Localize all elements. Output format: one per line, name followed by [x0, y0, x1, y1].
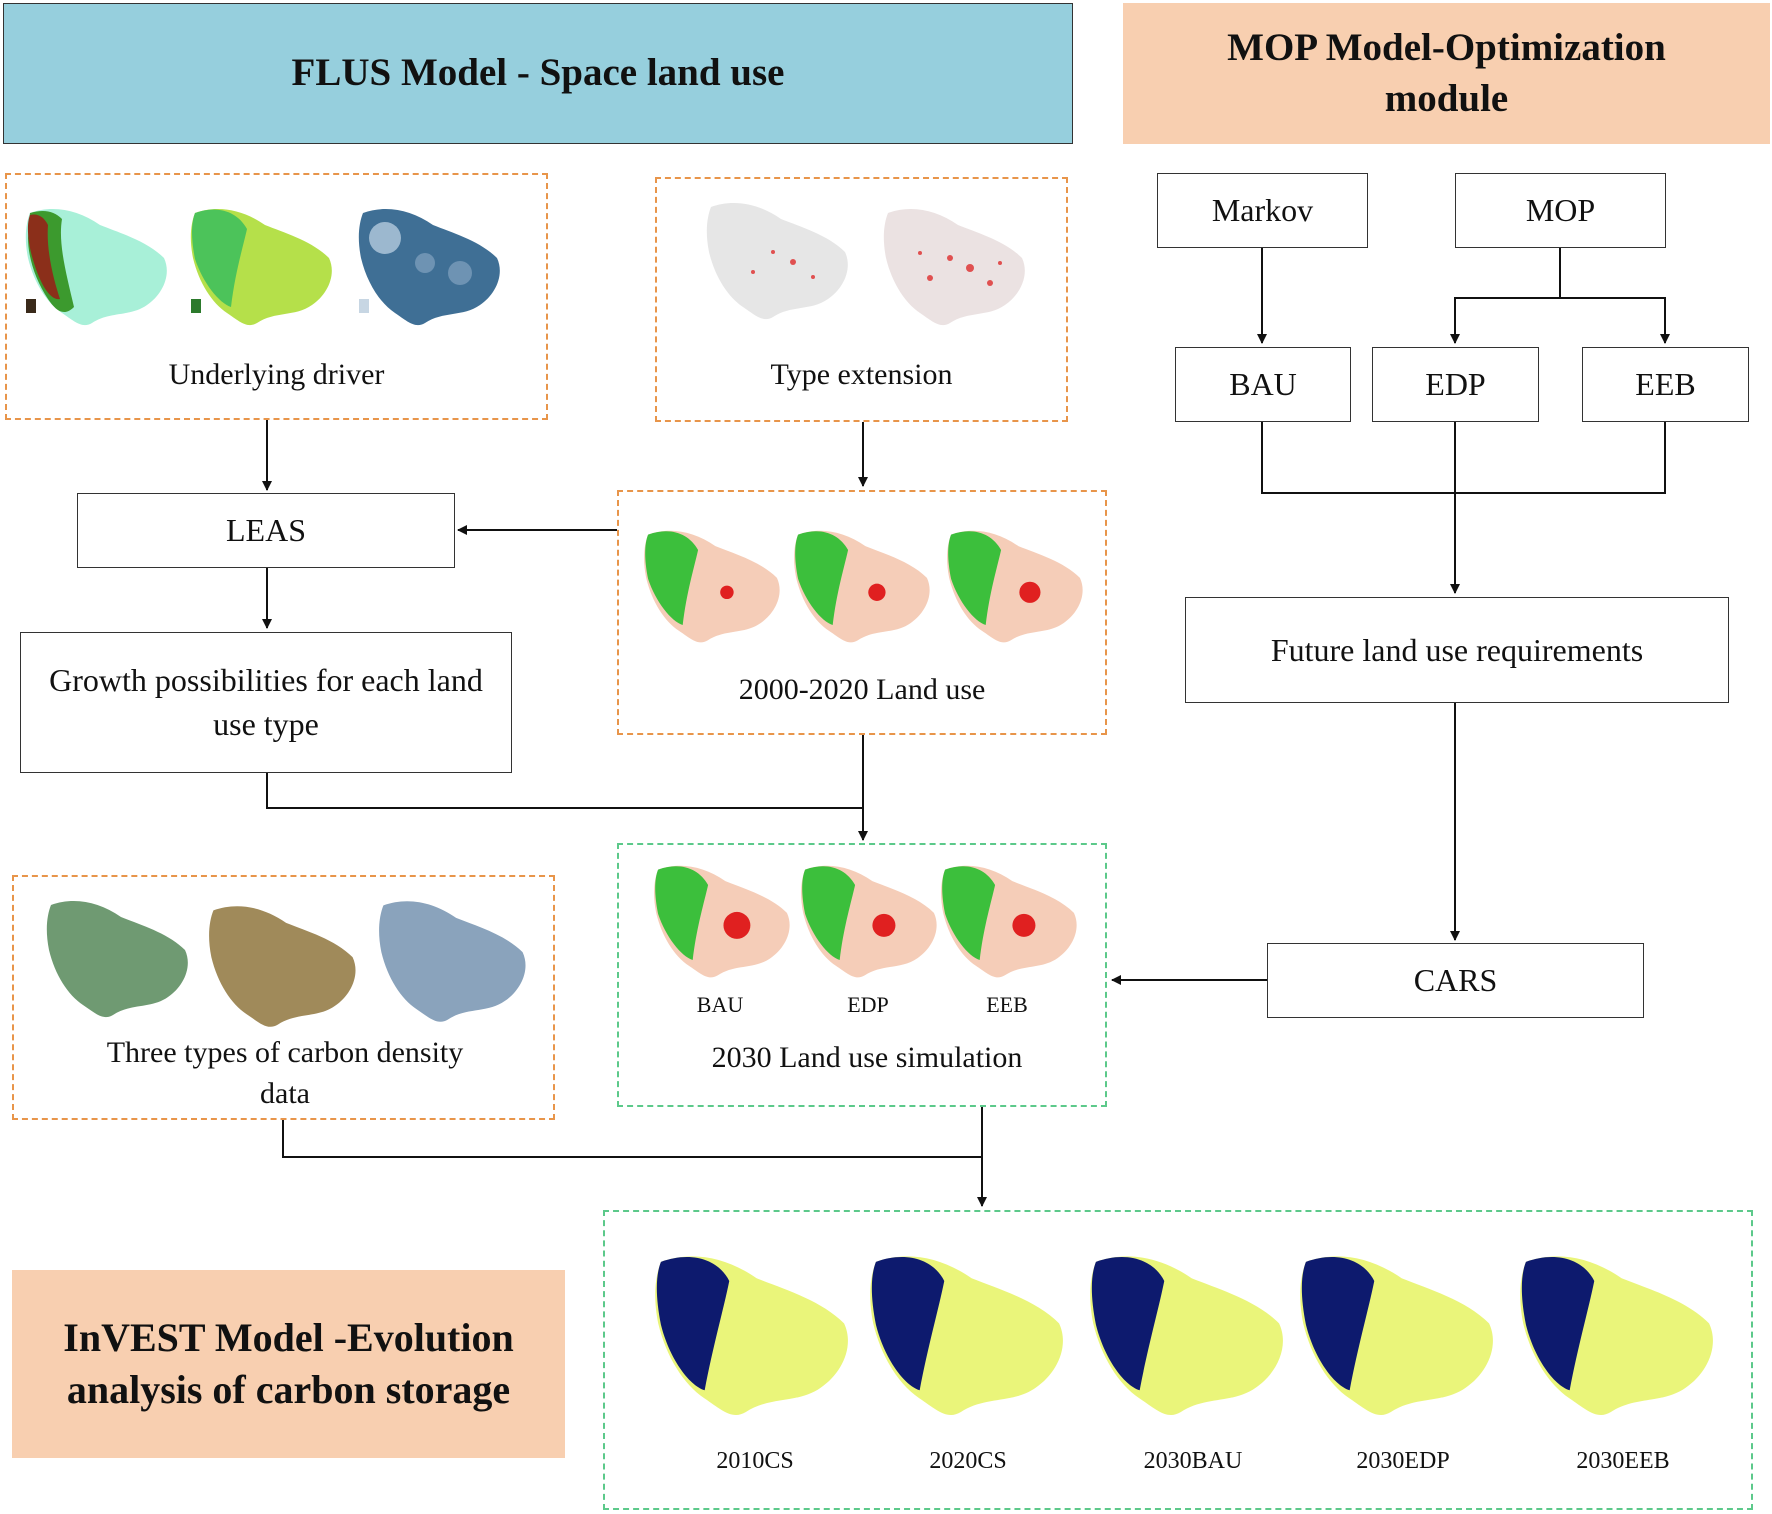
sim-2030-label: 2030 Land use simulation [711, 1041, 1023, 1074]
carbon-storage-group [603, 1210, 1753, 1510]
sim-label-eeb: EEB [986, 992, 1028, 1017]
carbon-density-map-3-icon [379, 901, 526, 1022]
carbon-density-label: Three types of carbon density data [106, 1036, 464, 1110]
cs-label-2030bau: 2030BAU [1143, 1448, 1243, 1474]
sim-2030-group [617, 843, 1107, 1107]
type-extension-group [655, 177, 1068, 422]
growth-possibilities-box: Growth possibilities for each land use t… [20, 632, 512, 773]
underlying-driver-group [5, 173, 548, 420]
sim-map-bau-icon [654, 865, 790, 978]
line-density-join [282, 1120, 982, 1158]
flus-header: FLUS Model - Space land use [3, 3, 1073, 144]
landuse-map-2020-icon [947, 530, 1083, 643]
sim-map-edp-icon [801, 865, 937, 978]
driver-map-slope-icon [190, 209, 332, 326]
cs-map-2010-icon [655, 1256, 848, 1416]
cs-map-2030eeb-icon [1520, 1256, 1713, 1416]
sim-map-eeb-icon [941, 865, 1077, 978]
cs-label-2030edp: 2030EDP [1356, 1448, 1450, 1474]
markov-box: Markov [1157, 173, 1368, 248]
landuse-2000-2020-label: 2000-2020 Land use [738, 673, 986, 706]
edp-box: EDP [1372, 347, 1539, 422]
carbon-density-group [12, 875, 555, 1120]
eeb-box: EEB [1582, 347, 1749, 422]
landuse-map-2000-icon [644, 530, 780, 643]
type-ext-map-2020-icon [883, 209, 1025, 326]
driver-map-elevation-icon [25, 209, 167, 326]
sim-label-bau: BAU [696, 992, 744, 1017]
cs-map-2030edp-icon [1300, 1256, 1493, 1416]
cs-label-2030eeb: 2030EEB [1576, 1448, 1670, 1474]
landuse-map-2010-icon [794, 530, 930, 643]
future-requirements-box: Future land use requirements [1185, 597, 1729, 703]
landuse-2000-2020-group [617, 490, 1107, 735]
carbon-density-map-1-icon [46, 901, 188, 1018]
line-mop-branch-eeb [1560, 297, 1670, 344]
type-extension-label: Type extension [770, 358, 953, 391]
cs-label-2010: 2010CS [716, 1448, 794, 1474]
cars-box: CARS [1267, 943, 1644, 1018]
sim-label-edp: EDP [847, 992, 889, 1017]
underlying-driver-label: Underlying driver [168, 358, 385, 391]
bau-box: BAU [1175, 347, 1351, 422]
cs-map-2030bau-icon [1090, 1256, 1283, 1416]
line-growth-sim [266, 773, 863, 809]
carbon-density-map-2-icon [209, 906, 356, 1027]
driver-map-distance-icon [358, 209, 500, 326]
cs-map-2020-icon [870, 1256, 1063, 1416]
leas-box: LEAS [77, 493, 455, 568]
type-ext-map-2010-icon [706, 203, 848, 320]
mop-box: MOP [1455, 173, 1666, 248]
line-scenarios-join [1261, 422, 1666, 494]
line-mop-branch [1450, 248, 1561, 344]
mop-header: MOP Model-Optimization module [1123, 3, 1770, 144]
cs-label-2020: 2020CS [929, 1448, 1007, 1474]
invest-header: InVEST Model -Evolution analysis of carb… [12, 1270, 565, 1458]
